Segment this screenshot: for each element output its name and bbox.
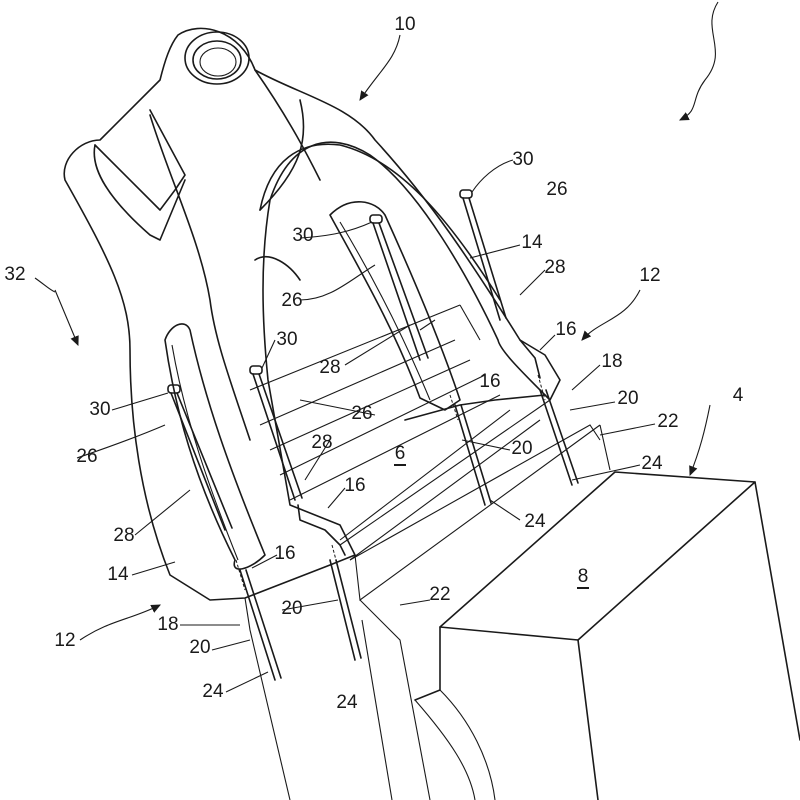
label-26: 26	[546, 179, 567, 200]
label-26: 26	[76, 446, 97, 467]
label-30: 30	[276, 329, 297, 350]
label-20: 20	[189, 637, 210, 658]
label-6: 6	[395, 443, 406, 464]
label-24: 24	[641, 453, 663, 474]
label-20: 20	[511, 438, 532, 459]
label-30: 30	[512, 149, 533, 170]
label-28: 28	[319, 357, 340, 378]
label-16: 16	[274, 543, 295, 564]
bolt	[369, 214, 429, 361]
label-30: 30	[89, 399, 110, 420]
label-20: 20	[617, 388, 638, 409]
label-24: 24	[336, 692, 358, 713]
wishbone-arm	[63, 27, 561, 601]
label-26: 26	[351, 403, 372, 424]
label-28: 28	[311, 432, 332, 453]
bolt	[249, 365, 303, 501]
label-18: 18	[157, 614, 178, 635]
label-12: 12	[639, 265, 660, 286]
label-24: 24	[202, 681, 224, 702]
label-16: 16	[479, 371, 500, 392]
label-10: 10	[394, 14, 415, 35]
label-22: 22	[429, 584, 450, 605]
mounting-plate	[244, 304, 611, 800]
label-30: 30	[292, 225, 313, 246]
label-4: 4	[733, 385, 744, 406]
label-28: 28	[113, 525, 134, 546]
label-16: 16	[344, 475, 365, 496]
label-28: 28	[544, 257, 565, 278]
label-22: 22	[657, 411, 678, 432]
label-32: 32	[4, 264, 25, 285]
label-8: 8	[578, 566, 589, 587]
label-14: 14	[521, 232, 543, 253]
label-26: 26	[281, 290, 302, 311]
view-arrows	[54, 1, 719, 641]
bolts	[167, 189, 579, 681]
block-body	[414, 471, 800, 800]
label-14: 14	[107, 564, 129, 585]
label-12: 12	[54, 630, 75, 651]
label-24: 24	[524, 511, 546, 532]
bolt	[459, 189, 507, 321]
reference-labels: 10 30 26 30 14 28 32 26 12 16 30 28 18 1…	[4, 14, 743, 713]
bolt	[167, 384, 233, 531]
label-16: 16	[555, 319, 576, 340]
label-18: 18	[601, 351, 622, 372]
